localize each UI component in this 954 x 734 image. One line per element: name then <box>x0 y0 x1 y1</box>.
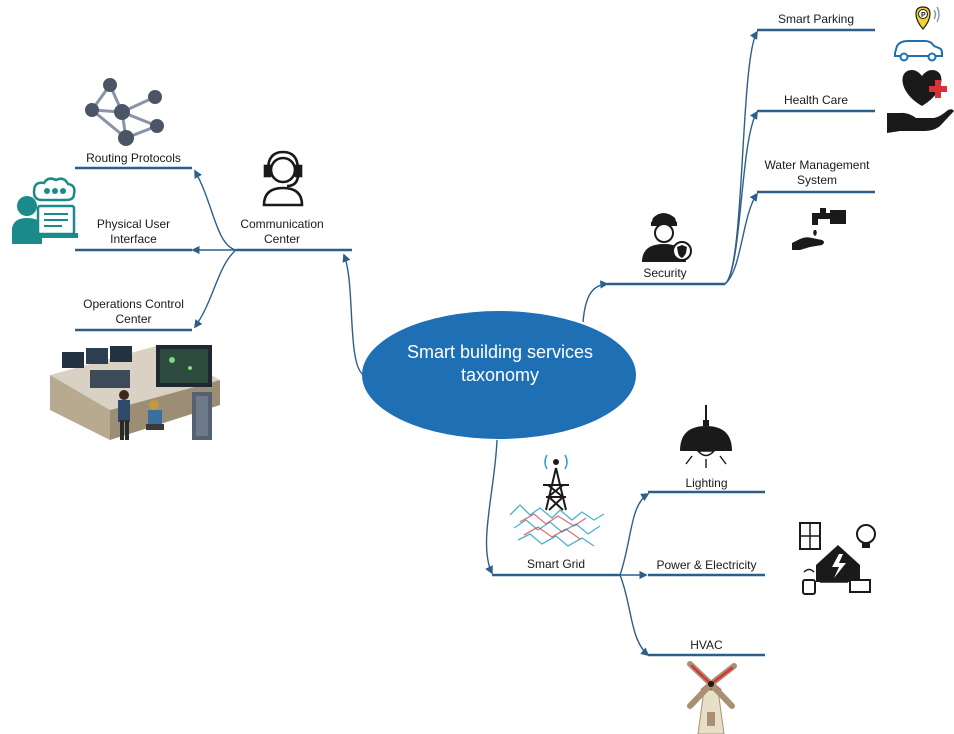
operations-label-line2: Center <box>115 312 152 326</box>
hvac-label: HVAC <box>690 638 723 652</box>
windmill-icon <box>687 661 737 734</box>
connector-grid-lighting <box>619 493 650 576</box>
network-nodes-icon <box>85 78 164 146</box>
connector-center-security <box>582 280 609 323</box>
water-label-line2: System <box>796 173 837 187</box>
pendant-lamp-icon <box>680 405 732 468</box>
center-title-line2: taxonomy <box>460 365 540 385</box>
svg-text:P: P <box>921 12 926 19</box>
water-label: Water Management System <box>752 158 882 188</box>
lighting-label: Lighting <box>685 476 728 490</box>
connector-center-grid <box>485 439 498 575</box>
physical-label: Physical User Interface <box>75 217 192 247</box>
communication-label-line1: Communication <box>240 217 324 231</box>
grid-label: Smart Grid <box>526 557 585 571</box>
power-house-icon <box>799 522 876 595</box>
headset-operator-icon <box>262 150 304 207</box>
user-interface-icon <box>12 177 78 244</box>
connectors <box>75 28 875 657</box>
water-tap-icon <box>792 208 846 250</box>
smart-parking-icon: P <box>894 6 943 62</box>
water-label-line1: Water Management <box>764 158 870 172</box>
routing-label: Routing Protocols <box>86 151 181 165</box>
security-guard-icon <box>642 213 692 262</box>
connector-communication-routing <box>194 169 237 251</box>
communication-label: Communication Center <box>226 217 338 247</box>
connector-security-health <box>724 110 758 285</box>
communication-label-line2: Center <box>263 232 301 246</box>
operations-label-line1: Operations Control <box>83 297 184 311</box>
center-title: Smart building services taxonomy <box>362 341 638 387</box>
center-title-line1: Smart building services <box>406 342 594 362</box>
connector-center-communication <box>342 253 367 377</box>
physical-label-line1: Physical User <box>96 217 171 231</box>
connector-security-water <box>724 192 758 285</box>
connector-communication-operations <box>194 249 237 329</box>
control-room-icon <box>50 345 220 440</box>
center-node <box>362 311 636 439</box>
transmission-tower-icon <box>509 454 605 547</box>
health-care-icon <box>887 70 954 133</box>
physical-label-line2: Interface <box>110 232 157 246</box>
health-label: Health Care <box>783 93 849 107</box>
security-label: Security <box>643 266 687 280</box>
power-label: Power & Electricity <box>656 558 757 572</box>
connector-grid-hvac <box>619 574 650 657</box>
parking-label: Smart Parking <box>777 12 855 26</box>
operations-label: Operations Control Center <box>75 297 192 327</box>
